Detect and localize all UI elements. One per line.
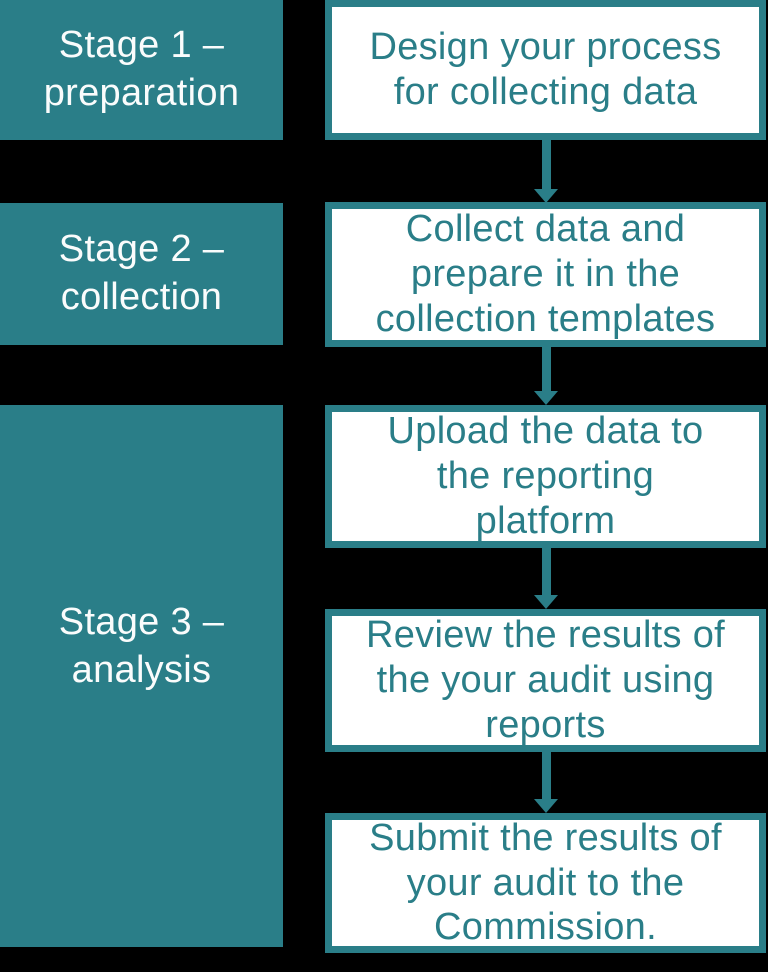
down-arrow-icon [534, 548, 558, 609]
arrow-head [534, 595, 558, 609]
arrow-head [534, 391, 558, 405]
step-box-design-process: Design your process for collecting data [325, 0, 766, 140]
down-arrow-icon [534, 752, 558, 813]
arrow-stem [541, 347, 551, 391]
step-box-collect-data: Collect data and prepare it in the colle… [325, 202, 766, 347]
arrow-stem [541, 140, 551, 189]
stage-box-collection: Stage 2 – collection [0, 203, 283, 345]
step-box-upload-data: Upload the data to the reporting platfor… [325, 405, 766, 548]
stage-box-preparation: Stage 1 – preparation [0, 0, 283, 140]
down-arrow-icon [534, 140, 558, 203]
arrow-stem [541, 752, 551, 799]
down-arrow-icon [534, 347, 558, 405]
stage-box-analysis: Stage 3 – analysis [0, 405, 283, 947]
arrow-stem [541, 548, 551, 595]
arrow-head [534, 189, 558, 203]
step-box-submit-results: Submit the results of your audit to the … [325, 813, 766, 953]
arrow-head [534, 799, 558, 813]
step-box-review-results: Review the results of the your audit usi… [325, 609, 766, 752]
